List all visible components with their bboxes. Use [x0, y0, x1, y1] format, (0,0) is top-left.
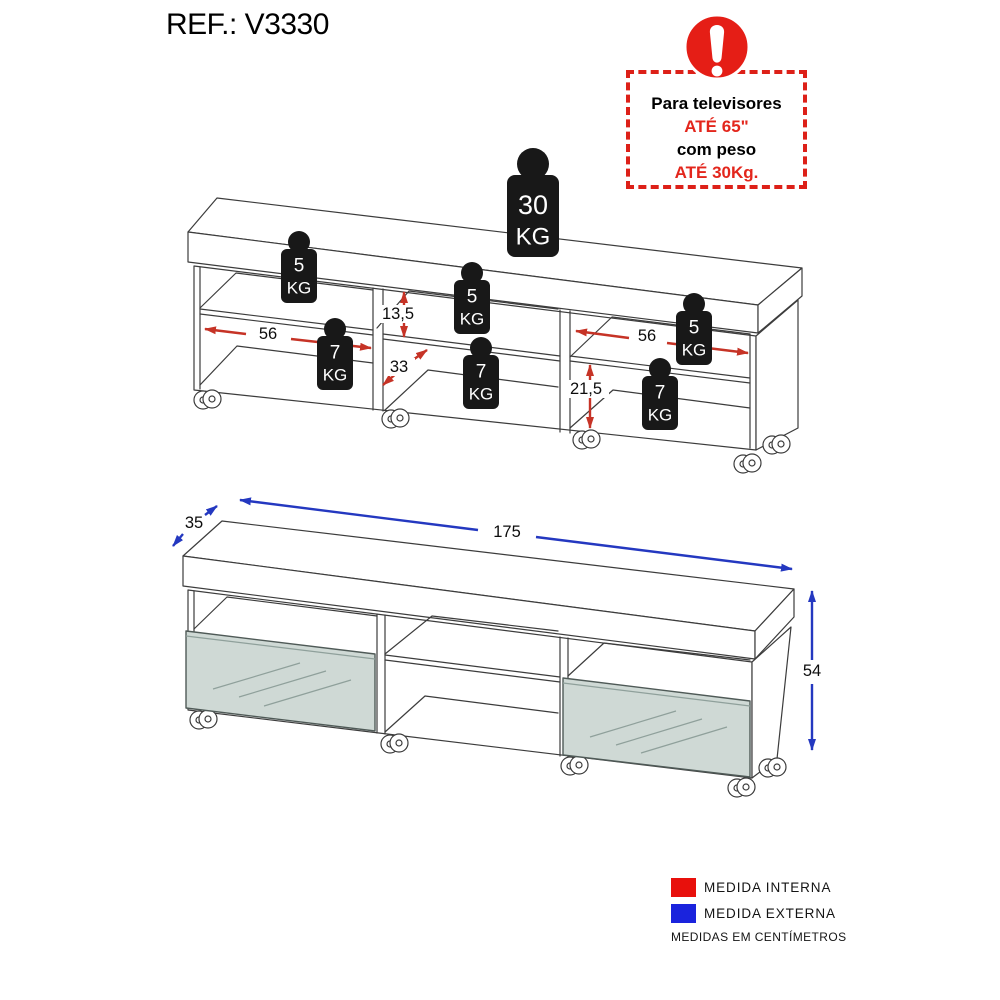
weight-unit: KG	[516, 224, 551, 251]
legend: MEDIDA INTERNA MEDIDA EXTERNA MEDIDAS EM…	[671, 878, 846, 944]
svg-text:KG: KG	[648, 406, 673, 425]
cabinet-top-right-edge	[757, 267, 803, 334]
internal-measure-swatch	[671, 878, 696, 897]
measure-height: 54	[803, 662, 821, 680]
measure-right-width: 56	[638, 327, 656, 345]
warning-line-1: Para televisores	[651, 94, 782, 113]
weight-7kg-left-icon: 7 KG	[317, 318, 353, 390]
external-measure-labels: 35 175 54	[185, 514, 821, 680]
legend-external-row: MEDIDA EXTERNA	[671, 904, 846, 923]
svg-text:KG: KG	[323, 366, 348, 385]
measure-depth: 35	[185, 514, 203, 532]
weight-7kg-middle-icon: 7 KG	[463, 337, 499, 409]
cabinet2-top-right-edge	[754, 588, 795, 660]
svg-text:KG: KG	[460, 310, 485, 329]
page-title: REF.: V3330	[166, 8, 329, 41]
weight-5kg-right-icon: 5 KG	[676, 293, 712, 365]
svg-text:5: 5	[689, 318, 700, 339]
svg-text:7: 7	[655, 383, 666, 404]
measure-width: 175	[493, 523, 521, 541]
warning-box: Para televisores ATÉ 65" com peso ATÉ 30…	[626, 70, 807, 189]
weight-5kg-left-icon: 5 KG	[281, 231, 317, 303]
legend-external-label: MEDIDA EXTERNA	[704, 906, 836, 921]
weight-7kg-right-icon: 7 KG	[642, 358, 678, 430]
weight-value: 30	[518, 190, 548, 220]
external-measure-arrows	[172, 497, 816, 751]
svg-text:7: 7	[476, 362, 487, 383]
internal-measure-labels: 56 13,5 33 56 21,5	[259, 305, 662, 398]
warning-line-4: ATÉ 30Kg.	[674, 163, 759, 182]
caster-wheel-icons	[193, 389, 791, 474]
legend-internal-row: MEDIDA INTERNA	[671, 878, 846, 897]
glass-door-left	[185, 630, 376, 732]
measure-left-width: 56	[259, 325, 277, 343]
internal-dimensions-drawing: 56 13,5 33 56 21,5 30 KG 5 KG	[187, 148, 803, 474]
weight-30kg-icon: 30 KG	[507, 148, 559, 257]
svg-text:7: 7	[330, 343, 341, 364]
cabinet-body-right-side	[755, 299, 799, 451]
external-measure-swatch	[671, 904, 696, 923]
weight-5kg-middle-icon: 5 KG	[454, 262, 490, 334]
svg-text:KG: KG	[469, 385, 494, 404]
svg-text:5: 5	[294, 256, 305, 277]
measure-upper-shelf-height: 13,5	[382, 305, 414, 323]
glass-door-right	[562, 677, 751, 778]
svg-text:KG: KG	[682, 341, 707, 360]
warning-line-2: ATÉ 65"	[684, 117, 749, 136]
svg-text:5: 5	[467, 287, 478, 308]
legend-units-note: MEDIDAS EM CENTÍMETROS	[671, 930, 847, 944]
measure-lower-shelf-height: 21,5	[570, 380, 602, 398]
warning-line-3: com peso	[676, 140, 757, 159]
legend-internal-label: MEDIDA INTERNA	[704, 880, 832, 895]
svg-text:KG: KG	[287, 279, 312, 298]
alert-exclamation-icon	[681, 11, 753, 83]
measure-shelf-depth: 33	[390, 358, 408, 376]
caster-wheel-icons-2	[189, 709, 787, 798]
external-dimensions-drawing: 35 175 54	[172, 497, 821, 798]
